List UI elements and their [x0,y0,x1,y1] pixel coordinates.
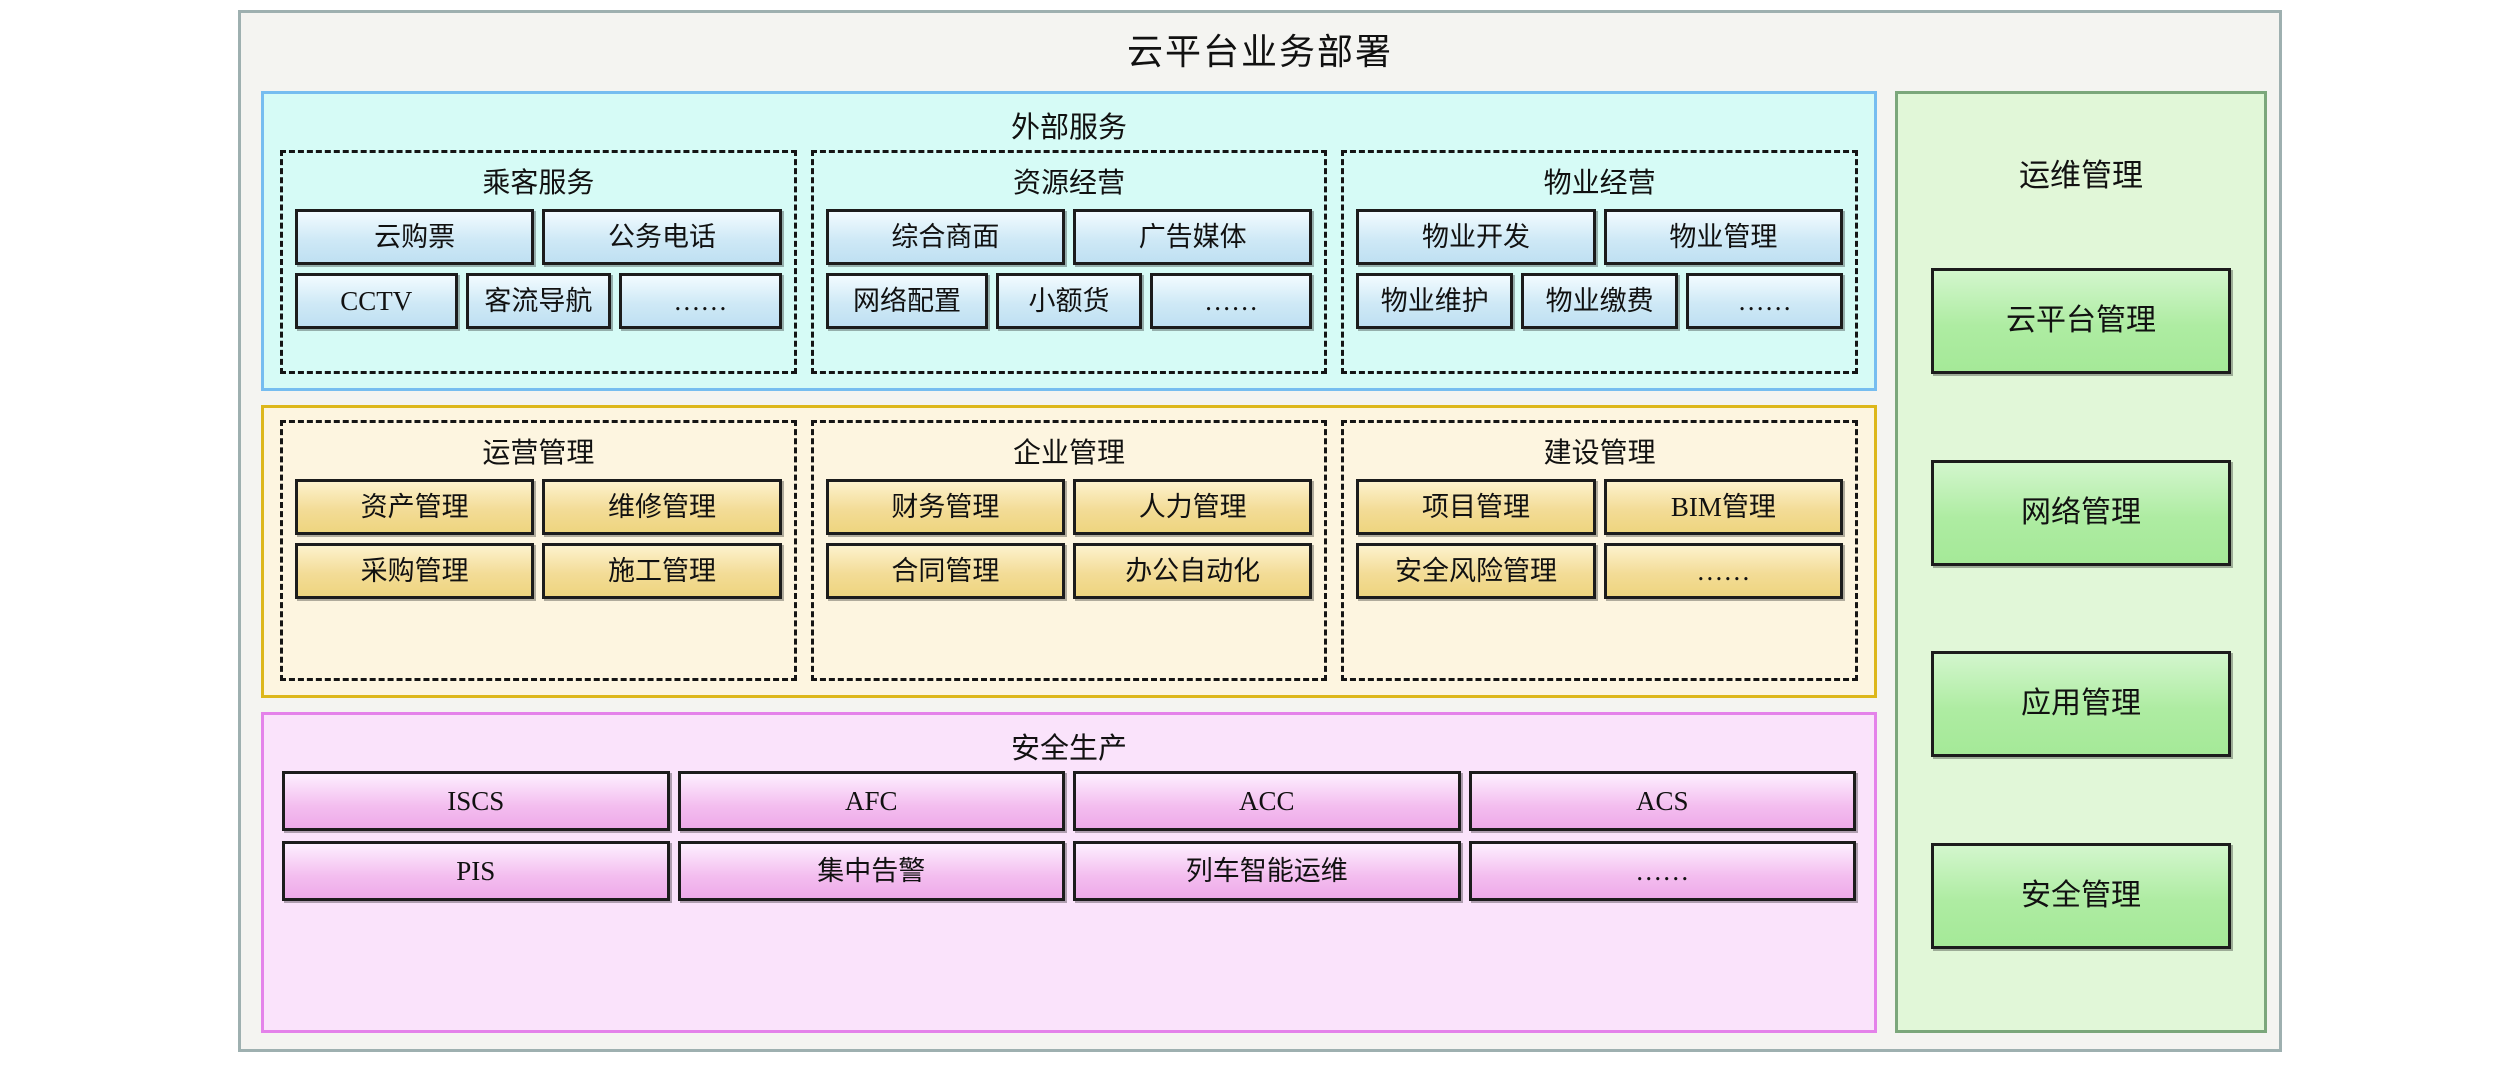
chip-more-safety[interactable]: …… [1468,841,1856,901]
group-rows-passenger-services: 云购票 公务电话 CCTV 客流导航 …… [295,209,782,361]
chip-afc[interactable]: AFC [677,771,1065,831]
chip-property-management[interactable]: 物业管理 [1603,209,1844,265]
ops-item-network-management[interactable]: 网络管理 [1931,459,2231,566]
chip-cctv[interactable]: CCTV [295,273,458,329]
table-row: ISCS AFC ACC ACS [282,771,1856,831]
chip-hr-management[interactable]: 人力管理 [1073,479,1313,535]
chip-finance-management[interactable]: 财务管理 [825,479,1066,535]
group-rows-resource-operations: 综合商面 广告媒体 网络配置 小额货 …… [825,209,1313,361]
chip-construction-management[interactable]: 施工管理 [542,543,782,599]
chip-asset-management[interactable]: 资产管理 [295,479,535,535]
table-row: 物业维护 物业缴费 …… [1356,273,1844,329]
group-resource-operations: 资源经营 综合商面 广告媒体 网络配置 小额货 …… [810,150,1328,374]
cloud-platform-deployment-diagram: 云平台业务部署 外部服务 乘客服务 云购票 公务电话 [238,10,2282,1052]
chip-property-payment[interactable]: 物业缴费 [1521,273,1679,329]
ops-management-items: 云平台管理 网络管理 应用管理 安全管理 [1898,225,2264,1016]
group-title-passenger-services: 乘客服务 [482,168,595,199]
chip-small-cargo[interactable]: 小额货 [996,273,1142,329]
chip-safety-risk-management[interactable]: 安全风险管理 [1356,543,1596,599]
chip-more-construction[interactable]: …… [1603,543,1844,599]
table-row: CCTV 客流导航 …… [295,273,782,329]
ops-management-panel: 运维管理 云平台管理 网络管理 应用管理 安全管理 [1895,91,2267,1033]
chip-acc[interactable]: ACC [1073,771,1461,831]
ops-item-security-management[interactable]: 安全管理 [1931,843,2231,950]
chip-office-automation[interactable]: 办公自动化 [1073,543,1313,599]
group-title-construction-management: 建设管理 [1543,438,1656,469]
group-rows-construction-management: 项目管理 BIM管理 安全风险管理 …… [1356,479,1844,668]
table-row: 网络配置 小额货 …… [825,273,1313,329]
safety-production-band: 安全生产 ISCS AFC ACC ACS PIS 集中告警 列车智能运维 …… [261,712,1877,1033]
chip-contract-management[interactable]: 合同管理 [825,543,1066,599]
chip-pis[interactable]: PIS [282,841,670,901]
chip-centralized-alarm[interactable]: 集中告警 [677,841,1065,901]
business-management-band: 运营管理 资产管理 维修管理 采购管理 施工管理 [261,405,1877,698]
external-services-title: 外部服务 [1010,112,1127,144]
chip-project-management[interactable]: 项目管理 [1356,479,1596,535]
table-row: 项目管理 BIM管理 [1356,479,1844,535]
chip-maintenance-management[interactable]: 维修管理 [542,479,782,535]
group-rows-property-operations: 物业开发 物业管理 物业维护 物业缴费 …… [1356,209,1844,361]
chip-procurement-management[interactable]: 采购管理 [295,543,535,599]
ops-item-cloud-platform-management[interactable]: 云平台管理 [1931,267,2231,374]
safety-production-rows: ISCS AFC ACC ACS PIS 集中告警 列车智能运维 …… [264,771,1874,1030]
chip-passenger-flow-navigation[interactable]: 客流导航 [465,273,612,329]
left-column: 外部服务 乘客服务 云购票 公务电话 CCTV 客流导航 [261,91,1877,1033]
group-rows-enterprise-management: 财务管理 人力管理 合同管理 办公自动化 [825,479,1313,668]
group-title-enterprise-management: 企业管理 [1013,438,1126,469]
chip-property-maintenance[interactable]: 物业维护 [1356,273,1514,329]
table-row: 云购票 公务电话 [295,209,782,265]
table-row: 安全风险管理 …… [1356,543,1844,599]
table-row: PIS 集中告警 列车智能运维 …… [282,841,1856,901]
table-row: 资产管理 维修管理 [295,479,782,535]
chip-property-development[interactable]: 物业开发 [1356,209,1596,265]
group-property-operations: 物业经营 物业开发 物业管理 物业维护 物业缴费 …… [1341,150,1859,374]
chip-iscs[interactable]: ISCS [282,771,670,831]
group-rows-operations-management: 资产管理 维修管理 采购管理 施工管理 [295,479,782,668]
table-row: 合同管理 办公自动化 [825,543,1313,599]
chip-comprehensive-shops[interactable]: 综合商面 [825,209,1066,265]
group-operations-management: 运营管理 资产管理 维修管理 采购管理 施工管理 [280,420,797,681]
ops-management-title: 运维管理 [2019,158,2143,193]
diagram-body: 外部服务 乘客服务 云购票 公务电话 CCTV 客流导航 [241,91,2279,1049]
chip-network-configuration[interactable]: 网络配置 [825,273,989,329]
external-services-groups: 乘客服务 云购票 公务电话 CCTV 客流导航 …… [264,150,1874,388]
ops-item-application-management[interactable]: 应用管理 [1931,651,2231,758]
chip-acs[interactable]: ACS [1468,771,1856,831]
chip-train-intelligent-om[interactable]: 列车智能运维 [1073,841,1461,901]
chip-bim-management[interactable]: BIM管理 [1603,479,1844,535]
table-row: 综合商面 广告媒体 [825,209,1313,265]
table-row: 物业开发 物业管理 [1356,209,1844,265]
chip-advertising-media[interactable]: 广告媒体 [1073,209,1313,265]
group-title-operations-management: 运营管理 [482,438,595,469]
business-management-groups: 运营管理 资产管理 维修管理 采购管理 施工管理 [264,408,1874,695]
safety-production-title: 安全生产 [1010,733,1127,765]
chip-cloud-ticketing[interactable]: 云购票 [295,209,535,265]
group-enterprise-management: 企业管理 财务管理 人力管理 合同管理 办公自动化 [810,420,1328,681]
chip-more-passenger[interactable]: …… [619,273,782,329]
chip-more-resource[interactable]: …… [1149,273,1313,329]
group-passenger-services: 乘客服务 云购票 公务电话 CCTV 客流导航 …… [280,150,797,374]
group-title-property-operations: 物业经营 [1543,168,1656,199]
group-title-resource-operations: 资源经营 [1013,168,1126,199]
external-services-band: 外部服务 乘客服务 云购票 公务电话 CCTV 客流导航 [261,91,1877,391]
table-row: 采购管理 施工管理 [295,543,782,599]
chip-official-phone[interactable]: 公务电话 [542,209,782,265]
chip-more-property[interactable]: …… [1686,273,1844,329]
group-construction-management: 建设管理 项目管理 BIM管理 安全风险管理 …… [1341,420,1859,681]
page-title: 云平台业务部署 [1126,32,1393,72]
table-row: 财务管理 人力管理 [825,479,1313,535]
